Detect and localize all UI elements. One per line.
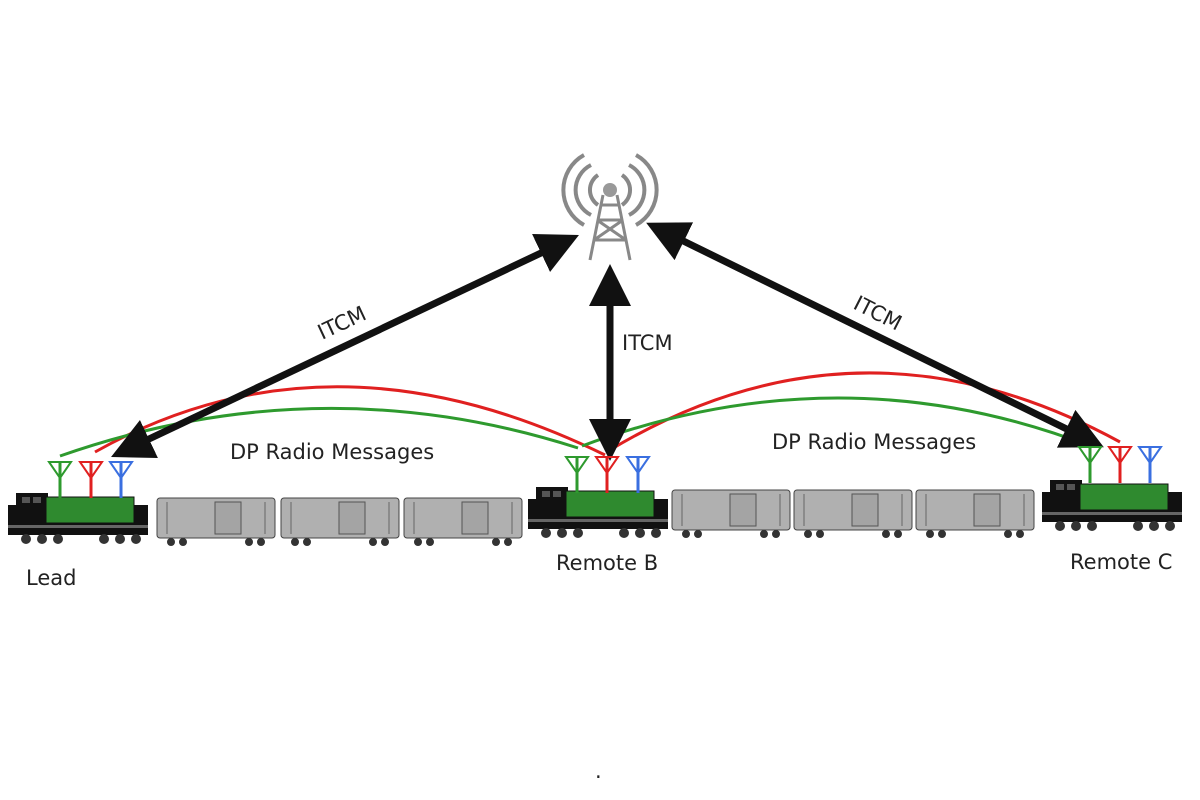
antenna-green-icon xyxy=(47,460,73,500)
itcm-arrows xyxy=(111,222,1104,461)
antenna-red-icon xyxy=(594,455,620,495)
antenna-red-icon xyxy=(1107,445,1133,485)
remote-b-locomotive xyxy=(527,455,669,539)
antenna-red-icon xyxy=(78,460,104,500)
freight-cars-right xyxy=(671,489,1035,539)
lead-label: Lead xyxy=(26,566,76,590)
antenna-green-icon xyxy=(1077,445,1103,485)
itcm-label-remote-b: ITCM xyxy=(622,331,673,355)
antenna-blue-icon xyxy=(1137,445,1163,485)
remote-c-label: Remote C xyxy=(1070,550,1172,574)
remote-b-label: Remote B xyxy=(556,551,658,575)
radio-label-left: DP Radio Messages xyxy=(230,440,434,464)
lead-locomotive xyxy=(7,460,149,545)
antenna-green-icon xyxy=(564,455,590,495)
antenna-blue-icon xyxy=(108,460,134,500)
footnote-dot: . xyxy=(595,759,602,783)
remote-c-locomotive xyxy=(1041,445,1183,532)
freight-cars-left xyxy=(156,497,523,547)
radio-label-right: DP Radio Messages xyxy=(772,430,976,454)
itcm-arrow-remote-c xyxy=(646,222,1104,448)
itcm-arrow-lead xyxy=(111,234,579,458)
cell-tower-icon xyxy=(561,153,659,261)
antenna-blue-icon xyxy=(625,455,651,495)
